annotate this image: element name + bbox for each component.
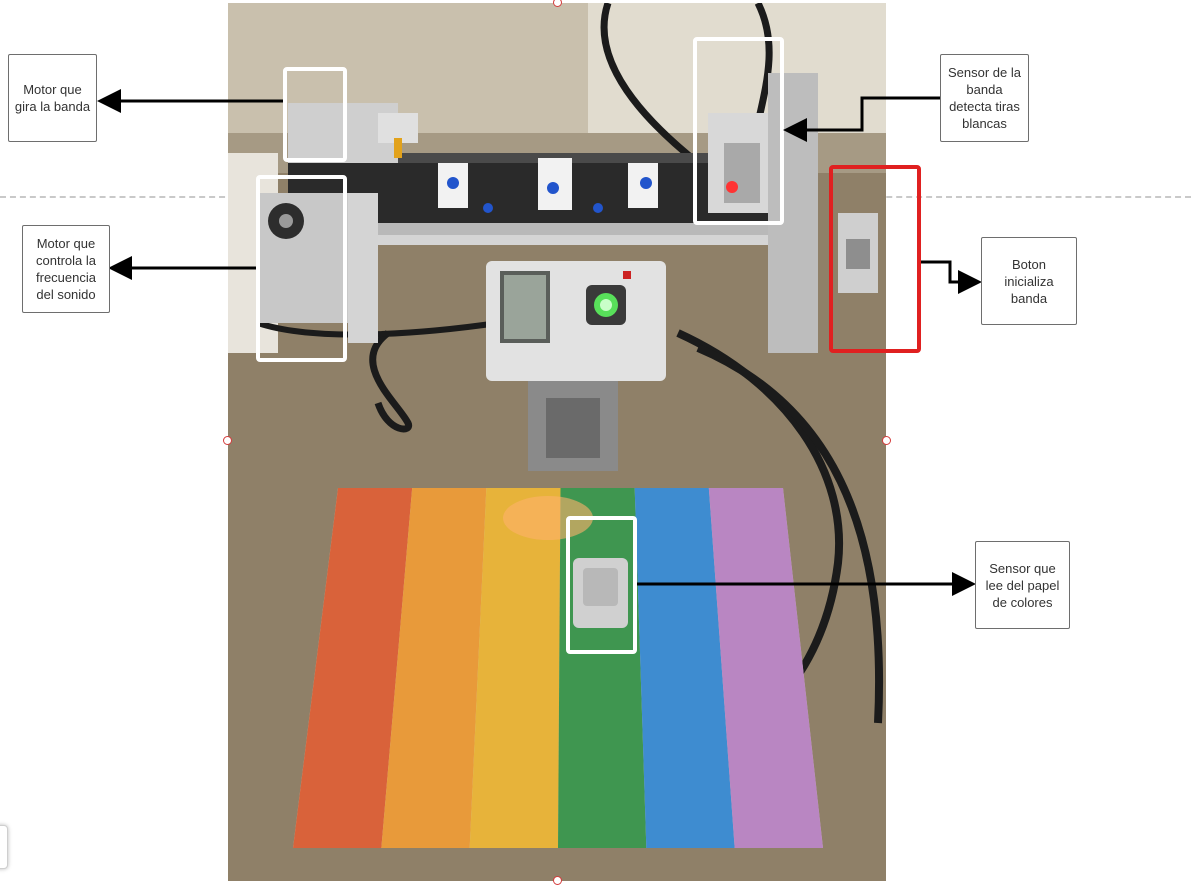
highlight-start-button: [829, 165, 921, 353]
paper-stripe: [469, 488, 561, 848]
paper-stripe: [708, 488, 823, 848]
highlight-belt-motor: [283, 67, 347, 162]
callout-motor-belt-text: Motor que gira la banda: [14, 82, 91, 114]
callout-motor-sound-text: Motor que controla la frecuencia del son…: [36, 236, 96, 302]
cable: [369, 330, 413, 433]
lego-robot-photo: [228, 3, 886, 881]
arrow-sensor-belt: [783, 96, 940, 142]
highlight-paper-sensor: [566, 516, 637, 654]
selection-handle[interactable]: [882, 436, 891, 445]
paper-stripe: [381, 488, 487, 848]
highlight-sound-motor: [256, 175, 347, 362]
side-panel-tab[interactable]: [0, 825, 8, 869]
selection-handle[interactable]: [223, 436, 232, 445]
photo-illustration: [228, 3, 886, 881]
callout-sensor-paper-text: Sensor que lee del papel de colores: [985, 560, 1060, 610]
callout-button-start[interactable]: Boton inicializa banda: [981, 237, 1077, 325]
callout-sensor-paper[interactable]: Sensor que lee del papel de colores: [975, 541, 1070, 629]
paper-stripe: [634, 488, 735, 848]
highlight-belt-sensor: [693, 37, 784, 225]
cable: [600, 3, 701, 166]
paper-stripes: [293, 488, 823, 848]
callout-sensor-belt-text: Sensor de la banda detecta tiras blancas: [948, 65, 1021, 131]
paper-stripe: [293, 488, 413, 848]
callout-sensor-belt[interactable]: Sensor de la banda detecta tiras blancas: [940, 54, 1029, 142]
selection-handle[interactable]: [553, 0, 562, 7]
cable: [696, 344, 883, 724]
callout-motor-belt[interactable]: Motor que gira la banda: [8, 54, 97, 142]
selection-handle[interactable]: [553, 876, 562, 885]
callout-motor-sound[interactable]: Motor que controla la frecuencia del son…: [22, 225, 110, 313]
callout-button-start-text: Boton inicializa banda: [1004, 256, 1054, 306]
arrow-button-start: [921, 260, 982, 294]
